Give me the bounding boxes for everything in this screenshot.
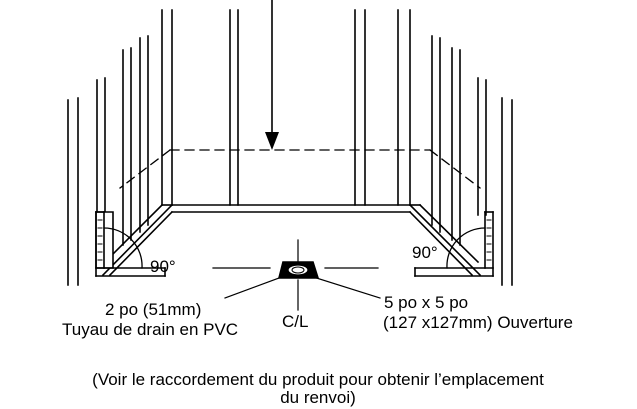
right-wall-studs	[431, 35, 513, 286]
back-wall-studs	[161, 9, 411, 206]
right-bottom-plate	[408, 203, 482, 277]
opening-size-label: 5 po x 5 po	[384, 293, 469, 312]
angle-label-right: 90°	[412, 243, 438, 262]
back-bottom-plate	[161, 204, 421, 213]
dashed-outline	[119, 149, 481, 189]
left-bottom-plate	[101, 203, 174, 277]
down-arrow-icon	[265, 0, 279, 150]
centerline-label: C/L	[282, 312, 309, 331]
drain-size-label: 2 po (51mm)	[105, 300, 202, 319]
left-wall-studs	[67, 35, 149, 286]
right-framing-square	[414, 211, 494, 277]
drain-icon	[212, 239, 379, 279]
leader-lines	[224, 274, 381, 311]
drain-pipe-label: Tuyau de drain en PVC	[62, 320, 239, 339]
angle-label-left: 90°	[150, 257, 176, 276]
note-line-2: du renvoi)	[280, 388, 356, 407]
opening-label: (127 x127mm) Ouverture	[383, 313, 573, 332]
note-line-1: (Voir le raccordement du produit pour ob…	[92, 370, 544, 389]
left-framing-square	[95, 211, 166, 277]
